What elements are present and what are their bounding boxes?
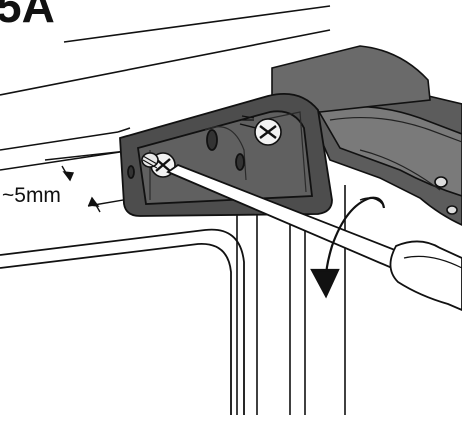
- rotation-arrow-icon: [310, 196, 386, 299]
- step-label: 5A: [0, 0, 55, 32]
- door-panel: [0, 228, 245, 415]
- screwdriver-icon: [166, 163, 462, 311]
- cabinet-outline: [0, 5, 346, 415]
- hinge-arm: [298, 69, 462, 226]
- screw-head-icon: [239, 115, 282, 146]
- dimension-marker: [44, 149, 136, 213]
- dimension-label: ~5mm: [2, 184, 61, 207]
- hinge-top-plate: [271, 45, 431, 113]
